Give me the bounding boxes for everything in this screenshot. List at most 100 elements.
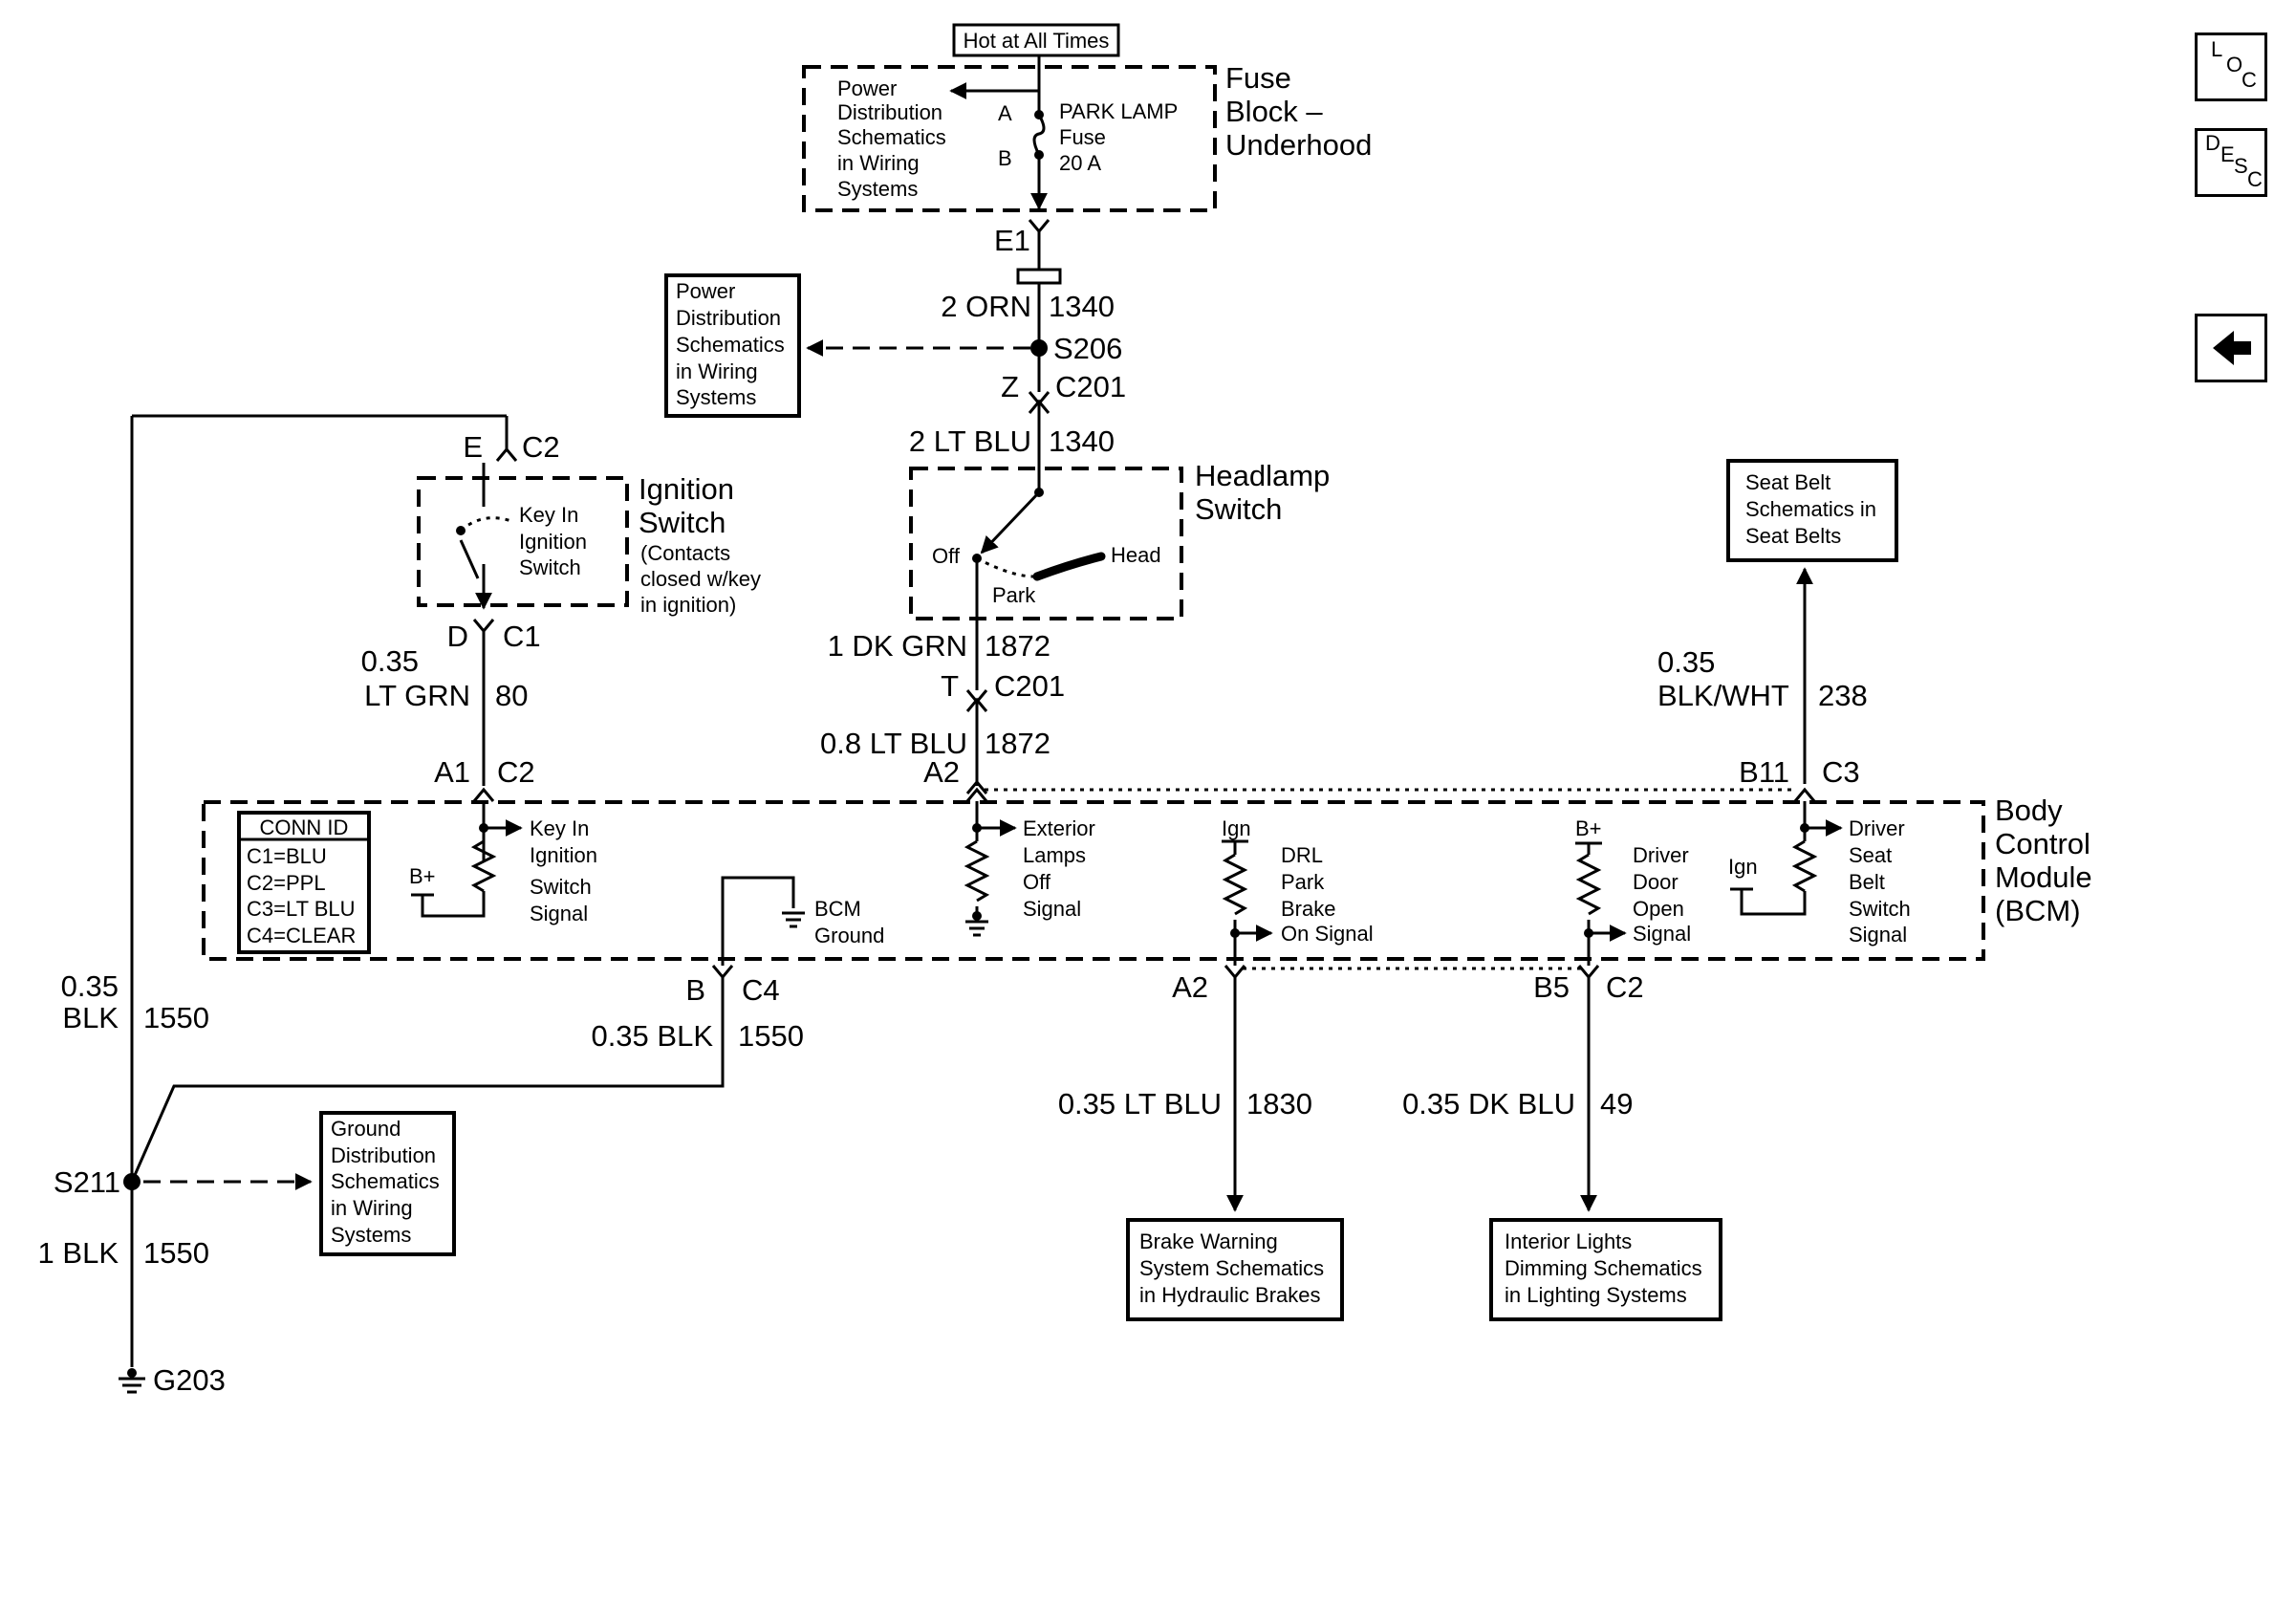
bcm-title: Body Control Module (BCM) [1995,794,2092,927]
ground-dist-ref-box [319,1111,456,1256]
park-lamp-fuse-symbol [1032,114,1046,156]
headlamp-switch-title: Headlamp Switch [1195,459,1330,526]
svg-text:Belt: Belt [1849,870,1885,894]
wire-blk-c4-circuit: 1550 [738,1019,804,1053]
ignition-switch-title: Ignition Switch [639,472,734,539]
interior-lights-ref-box [1489,1218,1722,1321]
svg-text:Lamps: Lamps [1023,843,1086,867]
seat-ign-label: Ign [1728,855,1758,879]
exterior-lamps-text: Exterior Lamps Off Signal [1023,816,1095,921]
wire-1dkgrn-circuit: 1872 [985,629,1051,663]
wire-2orn-gauge: 2 ORN [941,290,1031,323]
svg-text:Systems: Systems [676,385,756,409]
svg-text:Driver: Driver [1633,843,1689,867]
ground-g203-label: G203 [153,1363,226,1397]
svg-text:DRL: DRL [1281,843,1323,867]
driver-seat-belt-text: Driver Seat Belt Switch Signal [1849,816,1911,946]
fuse-block-outline [802,65,1217,212]
svg-text:Distribution: Distribution [331,1143,436,1167]
desc-button[interactable]: D E S C [2195,128,2267,197]
bcm-pin-a2-top: A2 [923,755,960,789]
loc-button[interactable]: L O C [2195,33,2267,101]
connector-e1-symbol [1028,219,1051,234]
wire-1830-circuit: 1830 [1246,1087,1312,1120]
svg-text:On Signal: On Signal [1281,922,1374,946]
drl-resistor [1222,853,1248,916]
loc-letter-l: L [2211,37,2223,61]
conn-id-box [237,811,371,954]
headlamp-park-label: Park [992,583,1036,607]
conn-id-title: CONN ID [260,816,349,839]
hot-at-all-times-label: Hot at All Times [952,23,1120,57]
left-arrow-icon [2213,331,2251,365]
svg-text:Schematics: Schematics [837,125,946,149]
wire-2ltblu-circuit: 1340 [1049,424,1115,458]
svg-text:Signal: Signal [1633,922,1691,946]
svg-text:Door: Door [1633,870,1679,894]
park-lamp-fuse-label: PARK LAMP Fuse 20 A [1059,99,1178,175]
svg-text:Dimming Schematics: Dimming Schematics [1505,1256,1702,1280]
c201-label-top: C201 [1055,370,1126,403]
wire-blk-left-circuit: 1550 [143,1001,209,1034]
power-dist-ref-text: Power Distribution Schematics in Wiring … [676,279,785,409]
svg-text:Interior Lights: Interior Lights [1505,1229,1632,1253]
wire-blkwht-gauge-2: BLK/WHT [1657,679,1789,712]
ignition-switch-note: (Contacts closed w/key in ignition) [640,541,761,617]
wire-blkwht-gauge-1: 0.35 [1657,645,1715,679]
in-line-connector-icon [1016,268,1062,285]
svg-text:Ignition: Ignition [639,472,734,506]
svg-text:Switch: Switch [639,506,726,539]
back-button[interactable] [2195,314,2267,382]
svg-text:Switch: Switch [519,555,581,579]
svg-text:C2=PPL: C2=PPL [247,871,326,895]
svg-text:in ignition): in ignition) [640,593,736,617]
svg-text:Underhood: Underhood [1225,128,1372,162]
svg-text:Signal: Signal [1023,897,1081,921]
svg-text:(BCM): (BCM) [1995,894,2081,927]
wire-ltgrn-gauge-1: 0.35 [361,644,419,678]
headlamp-head-label: Head [1111,543,1161,567]
splice-s206 [1030,339,1048,357]
svg-text:C3=LT BLU: C3=LT BLU [247,897,356,921]
bcm-pin-a2-bottom: A2 [1172,970,1208,1004]
svg-text:C1=BLU: C1=BLU [247,844,327,868]
ignition-c1-pin: D [447,620,468,653]
svg-text:Key In: Key In [530,816,589,840]
svg-text:Signal: Signal [1849,923,1907,946]
svg-text:Park: Park [1281,870,1325,894]
ignition-c2-label: C2 [522,430,560,464]
interior-lights-ref-text: Interior Lights Dimming Schematics in Li… [1505,1229,1702,1307]
svg-text:Headlamp: Headlamp [1195,459,1330,492]
bcm-pin-a1: A1 [434,755,470,789]
splice-s211 [123,1173,141,1190]
door-resistor [1575,853,1602,916]
svg-text:Open: Open [1633,897,1684,921]
key-in-pullup-resistor [470,839,497,893]
fuse-ref-text: Power Distribution Schematics in Wiring … [837,76,946,201]
ground-g203-symbol [119,1368,145,1394]
wire-1blk-gauge: 1 BLK [38,1236,119,1270]
splice-s211-label: S211 [54,1165,120,1199]
wire-08ltblu-gauge: 0.8 LT BLU [820,727,967,760]
svg-text:Fuse: Fuse [1225,61,1291,95]
wire-2ltblu-gauge: 2 LT BLU [909,424,1031,458]
svg-text:Schematics: Schematics [331,1169,440,1193]
desc-letter-c2: C [2247,167,2263,191]
wire-49-gauge: 0.35 DK BLU [1402,1087,1575,1120]
exterior-lamps-resistor [964,839,990,903]
wire-blkwht-circuit: 238 [1818,679,1868,712]
head-contact [1032,552,1106,581]
desc-letter-e: E [2220,142,2235,166]
ignition-switch-outline [417,476,629,607]
svg-text:Distribution: Distribution [676,306,781,330]
wire-1dkgrn-gauge: 1 DK GRN [828,629,967,663]
bcm-ground-symbol [782,911,805,928]
c201-pin-z: Z [1001,370,1019,403]
svg-text:Systems: Systems [837,177,918,201]
svg-text:Systems: Systems [331,1223,411,1247]
svg-text:Ignition: Ignition [519,530,587,554]
svg-text:Fuse: Fuse [1059,125,1106,149]
svg-text:C4=CLEAR: C4=CLEAR [247,924,356,947]
key-in-ignition-switch-text: Key In Ignition Switch [519,503,587,579]
